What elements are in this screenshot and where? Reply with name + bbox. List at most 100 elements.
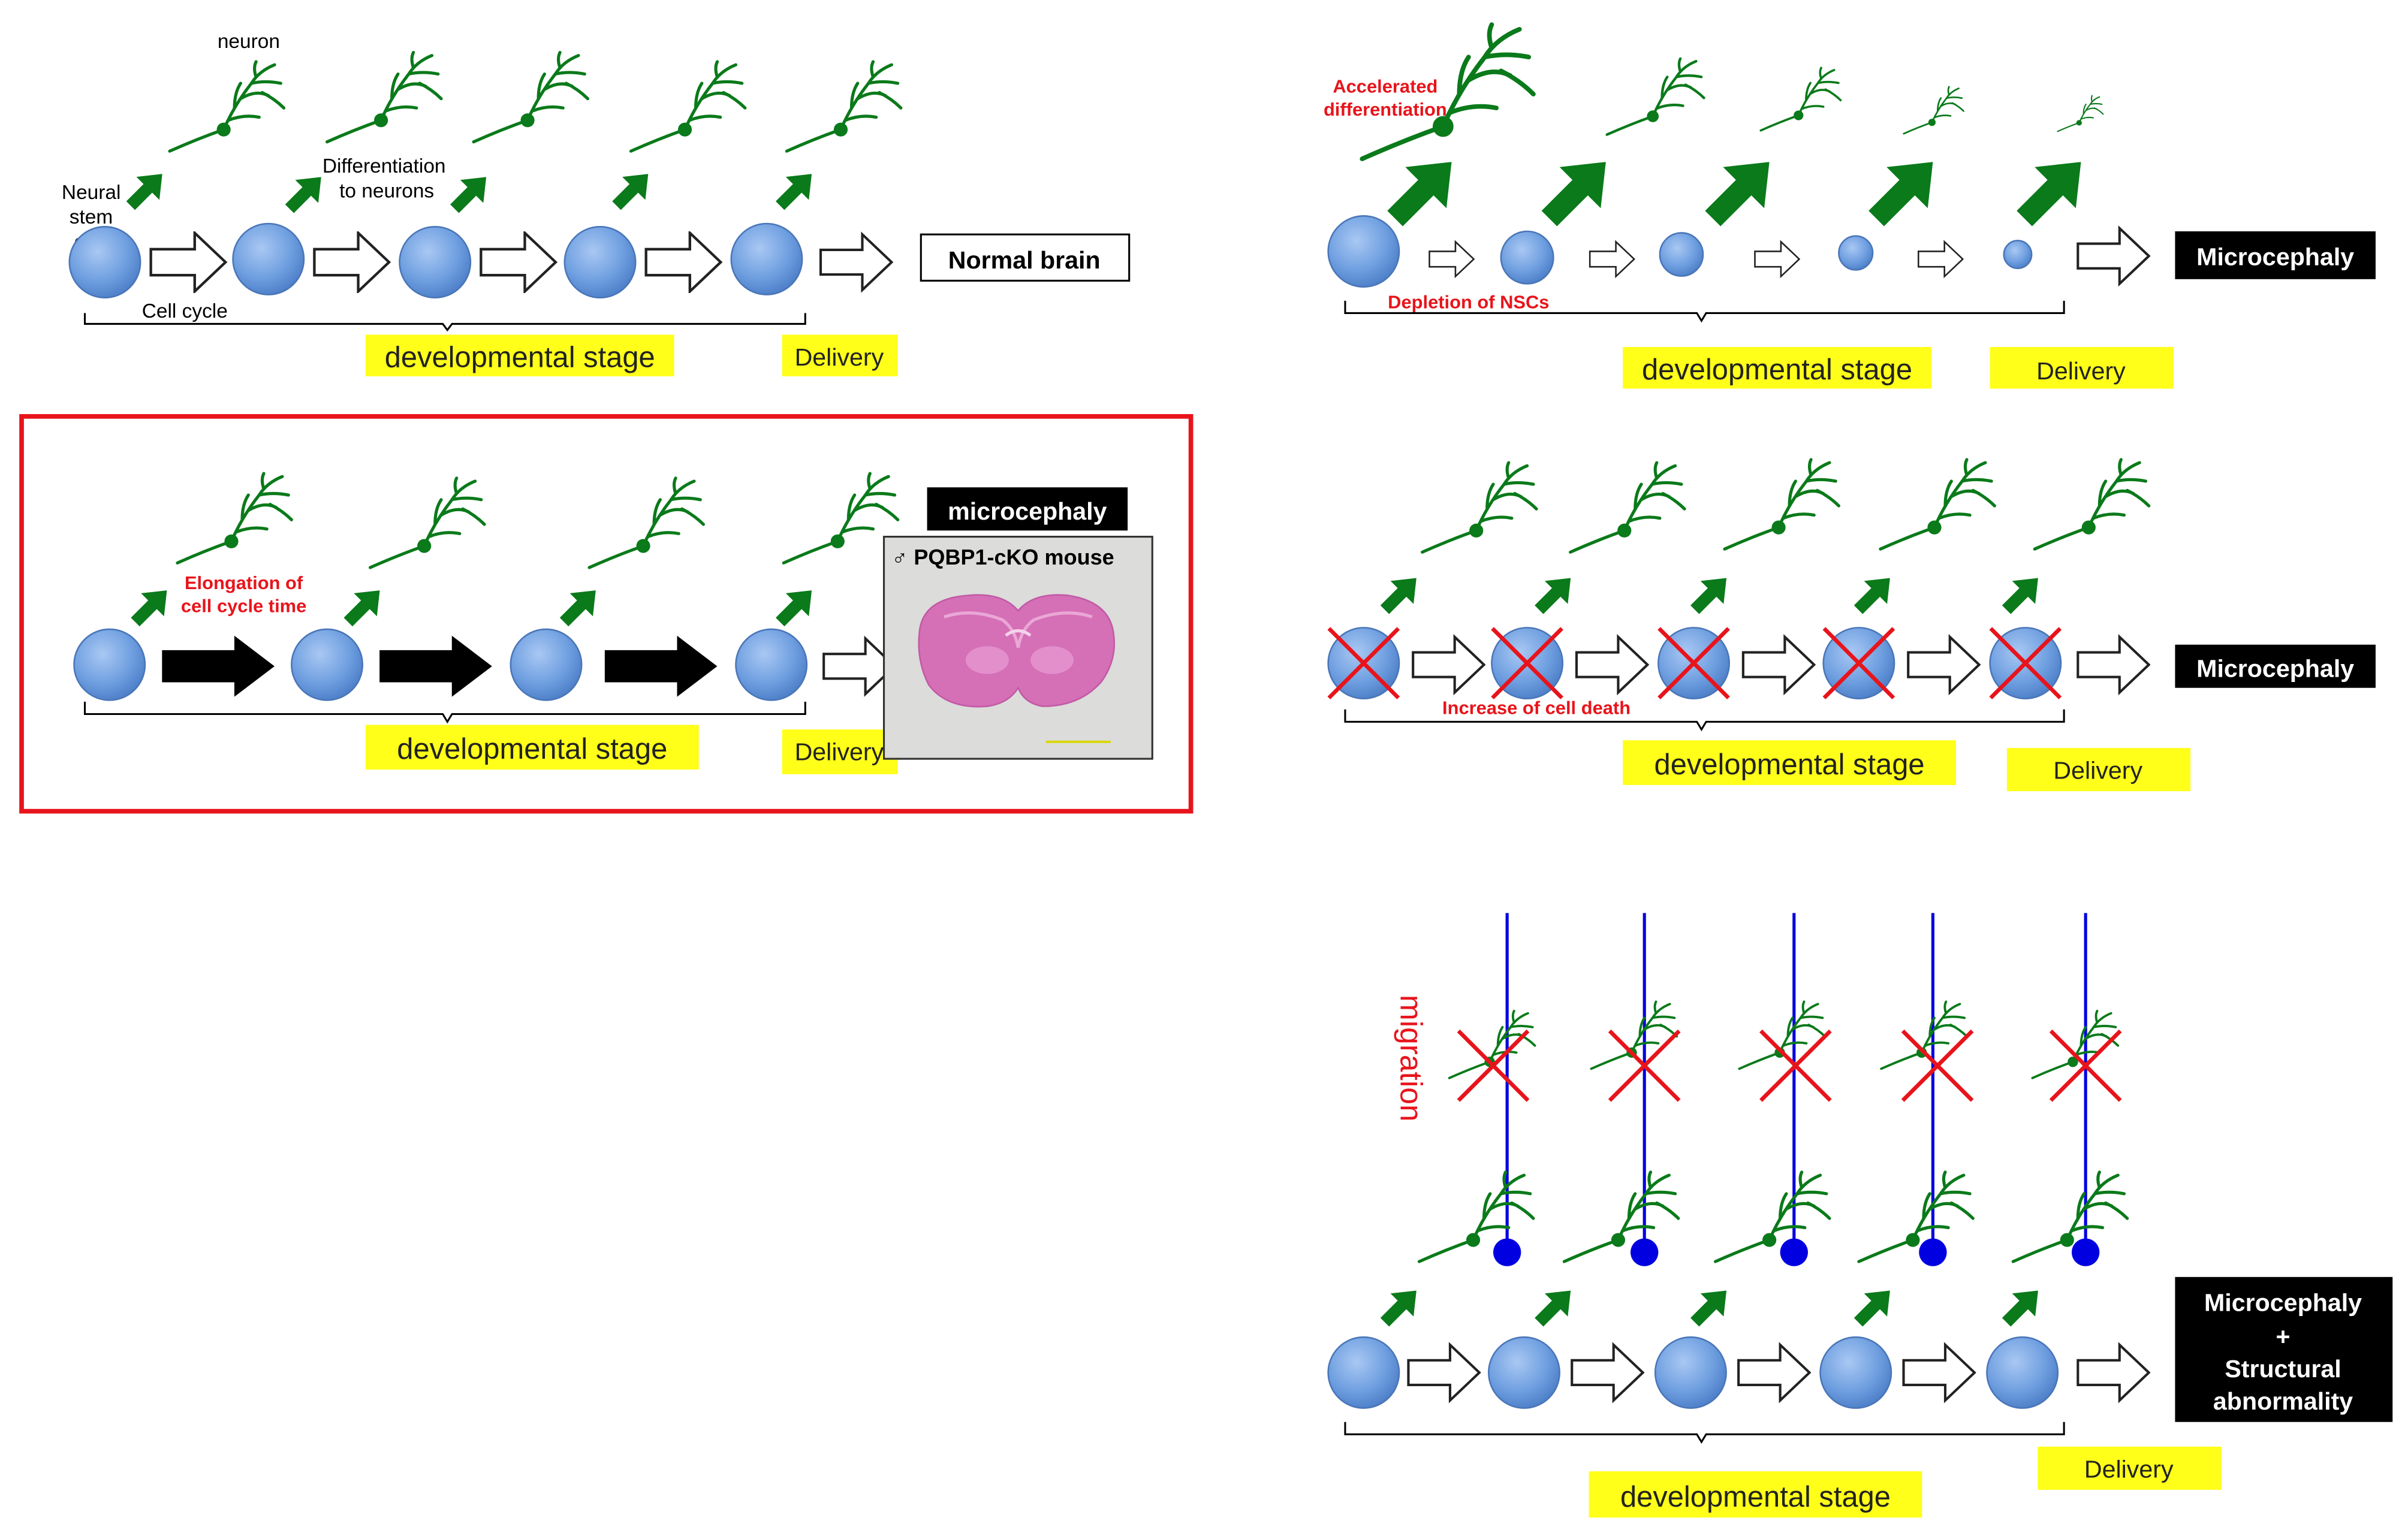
delivery-highlight [782,334,898,376]
stage-label: developmental stage [1654,749,1925,781]
cell-cycle-arrow-icon [2078,637,2148,693]
differentiation-arrow-icon [559,590,596,627]
differentiation-arrow-icon [612,174,649,210]
neuron-icon [631,62,745,151]
differentiation-arrow-icon [1705,162,1770,227]
stage-bracket [83,701,806,724]
outcome-box [2175,1277,2393,1422]
panel-accelerated-differentiation: Accelerated differentiation Microcephaly… [1324,25,2376,389]
outcome-label: Normal brain [948,246,1101,274]
neuron-icon [1716,1172,1830,1262]
stage-bracket [1344,300,2065,323]
differentiation-arrow-icon [343,590,380,627]
neuron-icon [1564,1172,1678,1262]
delivery-highlight [2006,748,2191,792]
stage-bracket [83,313,806,332]
neuron-icon [1880,460,1994,549]
stem-cell [1659,232,1704,277]
cell-cycle-arrow-icon [1904,1345,1975,1401]
neuron-icon [170,62,284,151]
cell-cycle-arrow-icon [1754,240,1800,277]
stem-cell [1654,1336,1727,1409]
cell-cycle-arrow-icon [2078,1345,2148,1401]
stem-cell [232,222,305,295]
nsc-label-1: Neural [62,182,121,204]
differentiation-arrow-icon [1868,162,1933,227]
differentiation-arrow-icon [1854,578,1890,614]
stem-cell [1487,1336,1560,1409]
stem-cell [73,628,146,701]
stem-cell [2003,240,2033,270]
differentiation-arrow-icon [285,177,321,213]
cell-cycle-arrow-icon [1589,240,1635,277]
neuron-icon [370,478,484,568]
long-cell-cycle-arrow-icon [379,635,492,697]
neuron-icon [177,473,291,563]
cell-cycle-arrow-icon [1572,1345,1642,1401]
photo-caption: ♂ PQBP1-cKO mouse [891,545,1114,569]
stem-cell [1838,235,1874,271]
elongation-label-2: cell cycle time [181,596,306,617]
neuron-icon [783,473,897,563]
delivery-label: Delivery [795,343,884,371]
stage-highlight [1589,1471,1922,1518]
cross-icon [1458,1031,1528,1100]
differentiation-arrow-icon [1380,578,1417,614]
stage-label: developmental stage [1642,354,1912,386]
stage-bracket [1344,709,2065,732]
stem-cell [563,226,637,298]
cell-cycle-arrow-icon [1428,240,1475,277]
differentiation-arrow-icon [1535,578,1571,614]
stem-cell [730,222,803,295]
cell-cycle-arrow-icon [1917,240,1964,277]
differentiation-arrow-icon [1380,1290,1417,1327]
brain-section-icon [918,594,1116,708]
delivery-highlight [782,729,898,774]
fiber-endfoot [1780,1238,1808,1266]
outcome-box [2175,231,2376,279]
differentiation-arrow-icon [131,590,167,627]
neuron-icon [2035,460,2148,549]
outcome-label-3: Structural [2225,1355,2341,1383]
cell-cycle-arrow-icon [1738,1345,1809,1401]
neuron-icon [1903,86,1964,135]
fiber-endfoot [1493,1238,1521,1266]
delivery-label: Delivery [2084,1455,2174,1483]
stage-label: developmental stage [1620,1481,1891,1513]
stem-cell [291,628,364,701]
differentiation-arrow-icon [450,177,487,213]
outcome-label: Microcephaly [2196,243,2354,271]
panel-cell-death: Microcephaly Increase of cell death deve… [1328,460,2376,792]
outcome-label: Microcephaly [2196,655,2354,683]
cell-cycle-arrow-icon [151,233,226,292]
panel-elongated-cell-cycle: Elongation of cell cycle time developmen… [19,414,1194,814]
brain-section-photo: ♂ PQBP1-cKO mouse [882,536,1153,760]
stem-cell [68,226,141,298]
cell-cycle-arrow-icon [1908,637,1979,693]
cell-cycle-arrow-icon [821,234,891,290]
neuron-icon [1591,1001,1677,1069]
differentiation-arrow-icon [126,174,162,210]
cell-death-label: Increase of cell death [1442,698,1631,719]
neuron-icon [327,52,441,141]
outcome-label-4: abnormality [2213,1387,2353,1415]
differentiation-arrow-icon [2017,162,2081,227]
cross-icon [1903,1031,1972,1100]
delivery-label: Delivery [2053,757,2142,784]
delivery-highlight [1990,347,2174,389]
outcome-box [2175,644,2376,688]
panel-migration-defect: migration [1327,913,2393,1518]
neuron-icon [2057,95,2104,132]
cell-cycle-arrow-icon [1743,637,1814,693]
differentiation-arrow-icon [1541,162,1606,227]
stage-label: developmental stage [397,733,667,765]
stage-bracket [1344,1422,2065,1444]
differentiation-arrow-icon [2002,578,2038,614]
highlight-frame [19,414,1194,814]
delivery-label: Delivery [2036,357,2126,385]
stage-highlight [365,334,674,376]
migration-label: migration [1394,995,1429,1122]
differentiation-arrow-icon [2002,1290,2038,1327]
elongation-label-1: Elongation of [185,572,303,593]
stage-highlight [1623,347,1931,389]
